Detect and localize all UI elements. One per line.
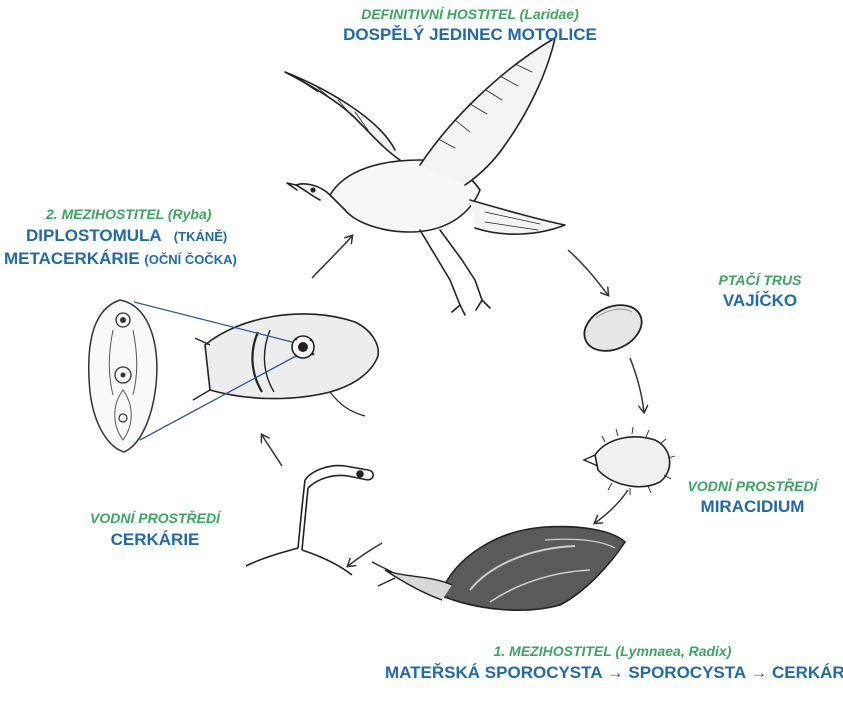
metacercaria-line: METACERKÁRIE (OČNÍ ČOČKA) <box>4 249 304 269</box>
metacercaria-stage: METACERKÁRIE <box>4 249 140 268</box>
seagull-drawing <box>285 38 565 315</box>
bird-feces-host: PTAČÍ TRUS <box>685 272 835 288</box>
definitive-host-label: DEFINITIVNÍ HOSTITEL (Laridae) DOSPĚLÝ J… <box>305 6 635 45</box>
water-cercaria-label: VODNÍ PROSTŘEDÍ CERKÁRIE <box>70 510 240 550</box>
bird-feces-label: PTAČÍ TRUS VAJÍČKO <box>685 272 835 311</box>
arrow-fish-to-bird <box>312 236 352 278</box>
second-intermediate-host: 2. MEZIHOSTITEL (Ryba) <box>4 206 304 222</box>
egg-stage: VAJÍČKO <box>685 291 835 311</box>
diplostomula-stage: DIPLOSTOMULA <box>26 226 161 245</box>
mother-sporocyst-stage: MATEŘSKÁ SPOROCYSTA <box>385 663 602 682</box>
miracidium-stage: MIRACIDIUM <box>665 497 840 517</box>
arrow-snail-to-cercaria <box>348 543 382 566</box>
arrow-cercaria-to-fish <box>262 435 282 466</box>
diplostomula-location: (TKÁNĚ) <box>174 229 227 244</box>
cercaria-stage-snail: CERKÁRIE <box>772 663 843 682</box>
sporocyst-stage: SPOROCYSTA <box>628 663 745 682</box>
water-miracidium-label: VODNÍ PROSTŘEDÍ MIRACIDIUM <box>665 478 840 517</box>
egg-drawing <box>577 296 649 359</box>
arrow-bird-to-egg <box>568 250 608 295</box>
water-environment-host: VODNÍ PROSTŘEDÍ <box>70 510 240 526</box>
stage-arrow: → <box>750 663 767 682</box>
adult-fluke-stage: DOSPĚLÝ JEDINEC MOTOLICE <box>305 25 635 45</box>
definitive-host-name: DEFINITIVNÍ HOSTITEL (Laridae) <box>305 6 635 22</box>
first-intermediate-host-label: 1. MEZIHOSTITEL (Lymnaea, Radix) MATEŘSK… <box>385 643 840 683</box>
cercaria-drawing <box>246 466 373 575</box>
water-environment-host: VODNÍ PROSTŘEDÍ <box>665 478 840 494</box>
second-intermediate-host-label: 2. MEZIHOSTITEL (Ryba) DIPLOSTOMULA (TKÁ… <box>4 206 304 268</box>
cercaria-stage: CERKÁRIE <box>70 530 240 550</box>
fish-drawing <box>193 314 378 416</box>
stage-arrow: → <box>607 663 624 682</box>
first-intermediate-host: 1. MEZIHOSTITEL (Lymnaea, Radix) <box>385 643 840 659</box>
arrow-egg-to-miracidium <box>630 358 644 412</box>
diplostomula-line: DIPLOSTOMULA (TKÁNĚ) <box>4 226 304 246</box>
snail-stages: MATEŘSKÁ SPOROCYSTA → SPOROCYSTA → CERKÁ… <box>385 663 840 683</box>
miracidium-drawing <box>584 427 675 495</box>
metacercaria-location: (OČNÍ ČOČKA) <box>144 252 236 267</box>
arrow-miracidium-to-snail <box>595 490 628 523</box>
snail-drawing <box>372 527 625 611</box>
